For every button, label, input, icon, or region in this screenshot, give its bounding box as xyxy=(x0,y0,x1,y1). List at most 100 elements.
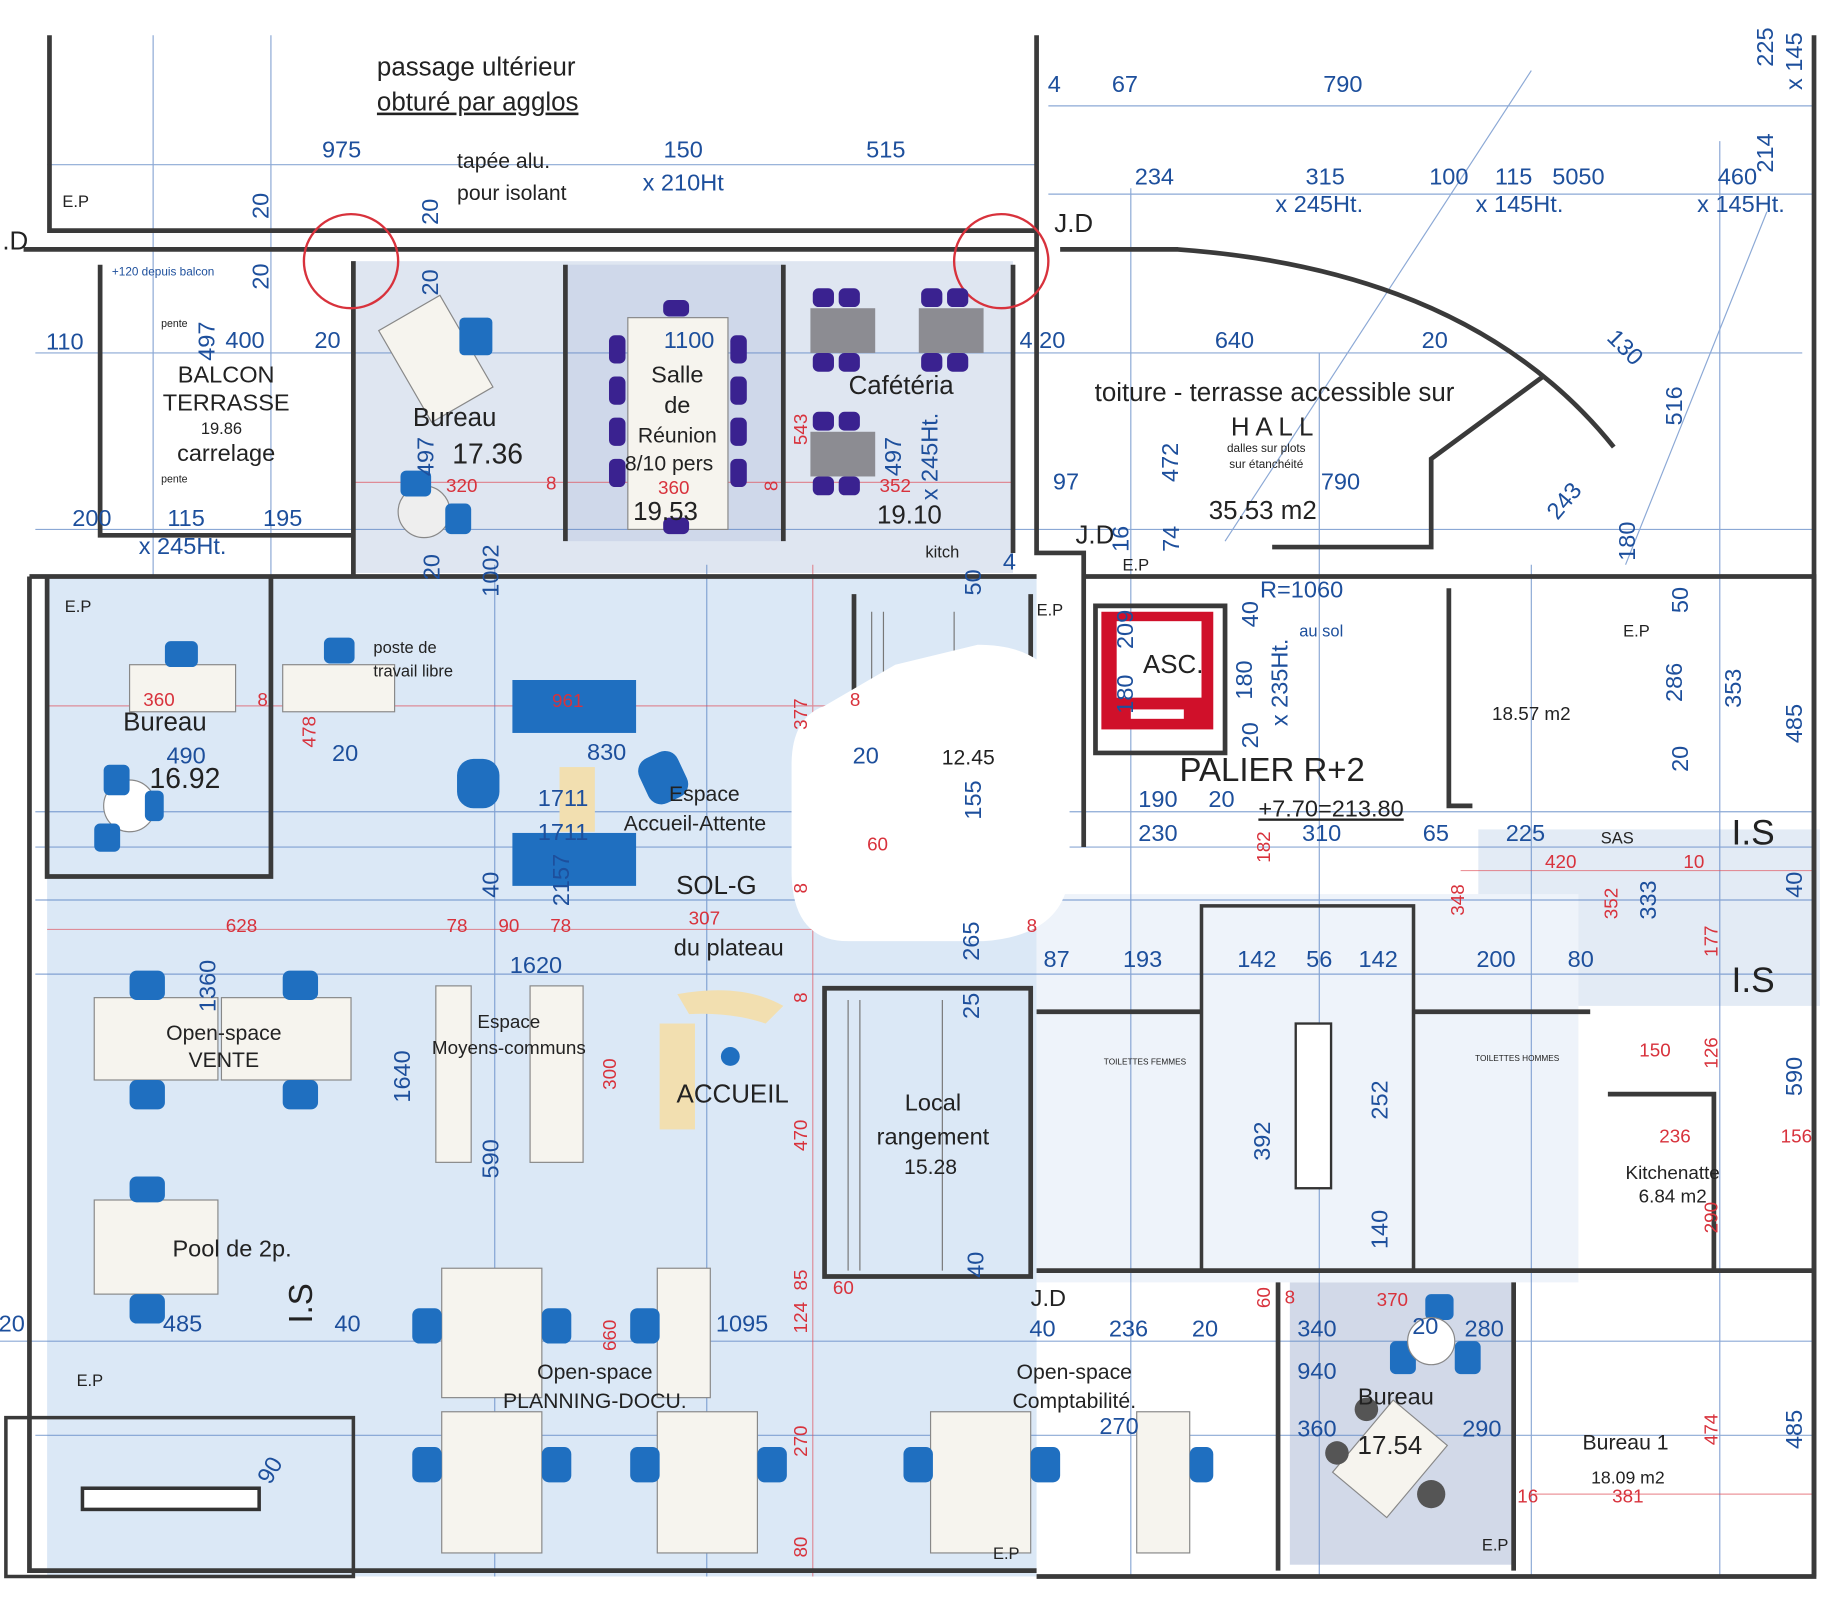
red-dimension-label: 10 xyxy=(1683,851,1704,872)
highlight-circle xyxy=(302,212,400,310)
red-dimension-label: 8 xyxy=(1027,915,1037,936)
dimension-label: 40 xyxy=(1781,872,1807,898)
dimension-label: 115 xyxy=(1495,164,1533,190)
red-dimension-label: 177 xyxy=(1700,925,1721,956)
dimension-label: 16 xyxy=(1107,526,1133,552)
dimension-label: 286 xyxy=(1661,663,1687,702)
dimension-label: 360 xyxy=(1297,1415,1336,1441)
dimension-label: 180 xyxy=(1112,674,1138,713)
dimension-label: 1360 xyxy=(195,960,221,1012)
dimension-label: 56 xyxy=(1306,946,1332,972)
red-dimension-label: 236 xyxy=(1659,1125,1690,1146)
marker-label: J.D xyxy=(1054,210,1093,238)
room-label: +7.70=213.80 xyxy=(1258,795,1403,821)
room-label: Espace xyxy=(669,783,740,806)
dimension-label: 497 xyxy=(412,437,438,476)
marker-label: I.S xyxy=(282,1283,319,1323)
dimension-label: 490 xyxy=(166,743,205,769)
room-label: ASC. xyxy=(1143,651,1203,679)
room-label: carrelage xyxy=(177,440,275,466)
dimension-label: 97 xyxy=(1053,468,1079,494)
dimension-label: 515 xyxy=(866,137,905,163)
marker-label: E.P xyxy=(1037,601,1064,619)
dimension-label: x 245Ht. xyxy=(1275,191,1363,217)
dimension-label: 310 xyxy=(1302,820,1341,846)
marker-label: E.P xyxy=(1482,1537,1509,1555)
red-dimension-label: 85 xyxy=(790,1270,811,1291)
stair-core xyxy=(1294,1022,1333,1190)
dimension-label: 4 xyxy=(1003,548,1016,574)
room-label: Open-space xyxy=(537,1361,652,1384)
dimension-label: 20 xyxy=(248,193,274,219)
dimension-label: x 145Ht. xyxy=(1476,191,1564,217)
red-dimension-label: 16 xyxy=(1517,1485,1538,1506)
room-label: Pool de 2p. xyxy=(172,1235,291,1261)
red-dimension-label: 628 xyxy=(226,915,257,936)
room-label: pente xyxy=(161,473,188,485)
dimension-label: x 210Ht xyxy=(643,170,725,196)
dimension-label: 225 xyxy=(1752,27,1778,66)
dimension-label: 87 xyxy=(1044,946,1070,972)
red-dimension-label: 961 xyxy=(552,690,583,711)
dimension-label: 20 xyxy=(418,554,444,580)
walls xyxy=(4,35,1817,1579)
dimension-label: 353 xyxy=(1720,669,1746,708)
dimension-label: 975 xyxy=(322,137,361,163)
dimension-label: 265 xyxy=(958,922,984,961)
dimension-label: 590 xyxy=(1781,1057,1807,1096)
room-label: Réunion xyxy=(638,424,717,447)
red-dimension-label: 8 xyxy=(257,689,267,710)
dimension-label: 315 xyxy=(1306,164,1345,190)
dimension-label: 40 xyxy=(963,1252,989,1278)
room-label: du plateau xyxy=(674,934,784,960)
room-label: Local xyxy=(905,1090,961,1116)
room-label: TOILETTES FEMMES xyxy=(1104,1058,1187,1067)
dimension-label: 225 xyxy=(1506,820,1545,846)
dimension-label: 640 xyxy=(1215,327,1254,353)
red-dimension-label: 320 xyxy=(446,475,477,496)
room-label: ACCUEIL xyxy=(677,1080,789,1108)
dimension-label: 4 20 xyxy=(1020,327,1066,353)
dimension-label: 790 xyxy=(1323,71,1362,97)
dimension-label: 20 xyxy=(417,199,443,225)
red-dimension-label: 60 xyxy=(867,834,888,855)
dimension-label: 214 xyxy=(1752,133,1778,172)
dimension-label: 485 xyxy=(1781,1410,1807,1449)
room-label: kitch xyxy=(925,544,959,562)
room-label: PLANNING-DOCU. xyxy=(503,1390,687,1413)
room-label: SOL-G xyxy=(676,872,757,900)
dimension-label: 40 xyxy=(334,1311,360,1337)
marker-label: .D xyxy=(2,227,28,255)
dimension-label: x 245Ht. xyxy=(139,533,227,559)
room-label: 17.36 xyxy=(452,438,523,470)
room-label: Bureau xyxy=(123,709,206,737)
dimension-label: 2157 xyxy=(548,854,574,906)
red-dimension-label: 360 xyxy=(658,477,689,498)
red-dimension-label: 60 xyxy=(1253,1287,1274,1308)
dimension-label: 234 xyxy=(1135,164,1174,190)
room-label: BALCON xyxy=(178,361,275,387)
dimension-label: 1002 xyxy=(477,544,503,596)
dimension-label: 115 xyxy=(167,505,205,531)
dimension-label: 20 xyxy=(1412,1313,1438,1339)
room-label: Bureau xyxy=(413,404,496,432)
room-label: 19.53 xyxy=(633,498,698,526)
room-label: 8/10 pers xyxy=(625,453,713,476)
room-label: 19.86 xyxy=(201,420,242,438)
room-label: Open-space xyxy=(1017,1361,1132,1384)
dimension-label: 40 xyxy=(1237,601,1263,627)
dimension-label: 65 xyxy=(1423,820,1449,846)
room-label: Espace xyxy=(477,1011,540,1032)
room-label: 19.10 xyxy=(877,502,942,530)
room-label: travail libre xyxy=(373,662,453,680)
room-label: au sol xyxy=(1299,622,1343,640)
room-label: dalles sur plots xyxy=(1227,442,1306,455)
dimension-label: 100 xyxy=(1429,164,1468,190)
red-dimension-label: 348 xyxy=(1447,884,1468,915)
room-label: 15.28 xyxy=(904,1156,957,1179)
dimension-label: 20 xyxy=(1237,722,1263,748)
dimension-label: x 245Ht. xyxy=(917,413,943,501)
dimension-label: 4 xyxy=(1048,71,1061,97)
dimension-label: 472 xyxy=(1157,443,1183,482)
